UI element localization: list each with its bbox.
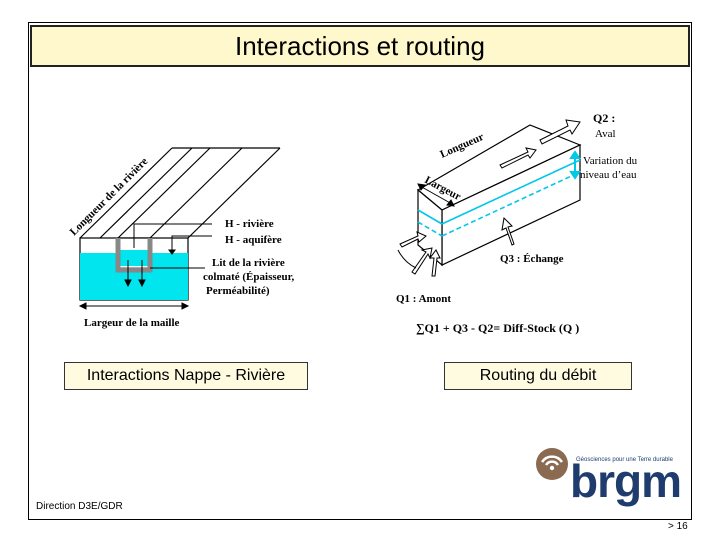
level-variation-arrow (569, 150, 581, 180)
q2-outflow-arrow (539, 119, 581, 145)
h-aquifer-label: H - aquifère (225, 234, 282, 246)
bed-label-line2: colmaté (Épaisseur, (203, 271, 295, 283)
river-bed (115, 238, 153, 273)
slide-frame (28, 22, 692, 520)
flow-direction-arrow (499, 147, 537, 169)
mesh-width-arrow (78, 302, 190, 310)
flow-routing-diagram: Longueur Largeur Q2 : Aval Variation du … (396, 111, 638, 335)
depth-brace (397, 249, 417, 269)
label-leaders (133, 223, 212, 269)
river-length-label: Longueur de la rivière (68, 155, 151, 238)
q2-sublabel: Aval (595, 128, 616, 140)
river-water (120, 250, 148, 266)
right-caption: Routing du débit (444, 362, 632, 390)
exchange-arrows (124, 240, 176, 288)
bed-label-line3: Perméabilité) (206, 285, 270, 297)
footer-text: Direction D3E/GDR (36, 501, 123, 512)
river-aquifer-diagram: Longueur de la rivière H - rivière H - a… (68, 147, 295, 329)
left-caption: Interactions Nappe - Rivière (64, 362, 308, 390)
logo-tagline: Géosciences pour une Terre durable (576, 457, 673, 463)
q2-label: Q2 : (593, 111, 615, 125)
water-level-lines (417, 159, 581, 237)
slide-title: Interactions et routing (30, 25, 690, 67)
variation-label-line2: niveau d’eau (580, 169, 637, 181)
q3-label: Q3 : Échange (500, 253, 564, 265)
river-strip-lines (79, 147, 281, 239)
routing-block (416, 124, 582, 267)
balance-equation: ∑Q1 + Q3 - Q2= Diff-Stock (Q ) (416, 321, 579, 335)
logo-wordmark: brgm (570, 455, 682, 507)
q1-label: Q1 : Amont (396, 293, 451, 305)
width-arrow (417, 183, 455, 207)
brgm-logo: Géosciences pour une Terre durable brgm (534, 444, 684, 508)
mesh-width-label: Largeur de la maille (84, 317, 180, 329)
variation-label-line1: Variation du (583, 155, 638, 167)
brgm-emblem-icon (536, 448, 568, 480)
h-river-label: H - rivière (225, 218, 274, 230)
q3-exchange-arrow (501, 216, 515, 246)
page-number: > 16 (668, 521, 688, 532)
bed-label-line1: Lit de la rivière (212, 257, 285, 269)
q1-inflow-arrows (399, 231, 441, 277)
